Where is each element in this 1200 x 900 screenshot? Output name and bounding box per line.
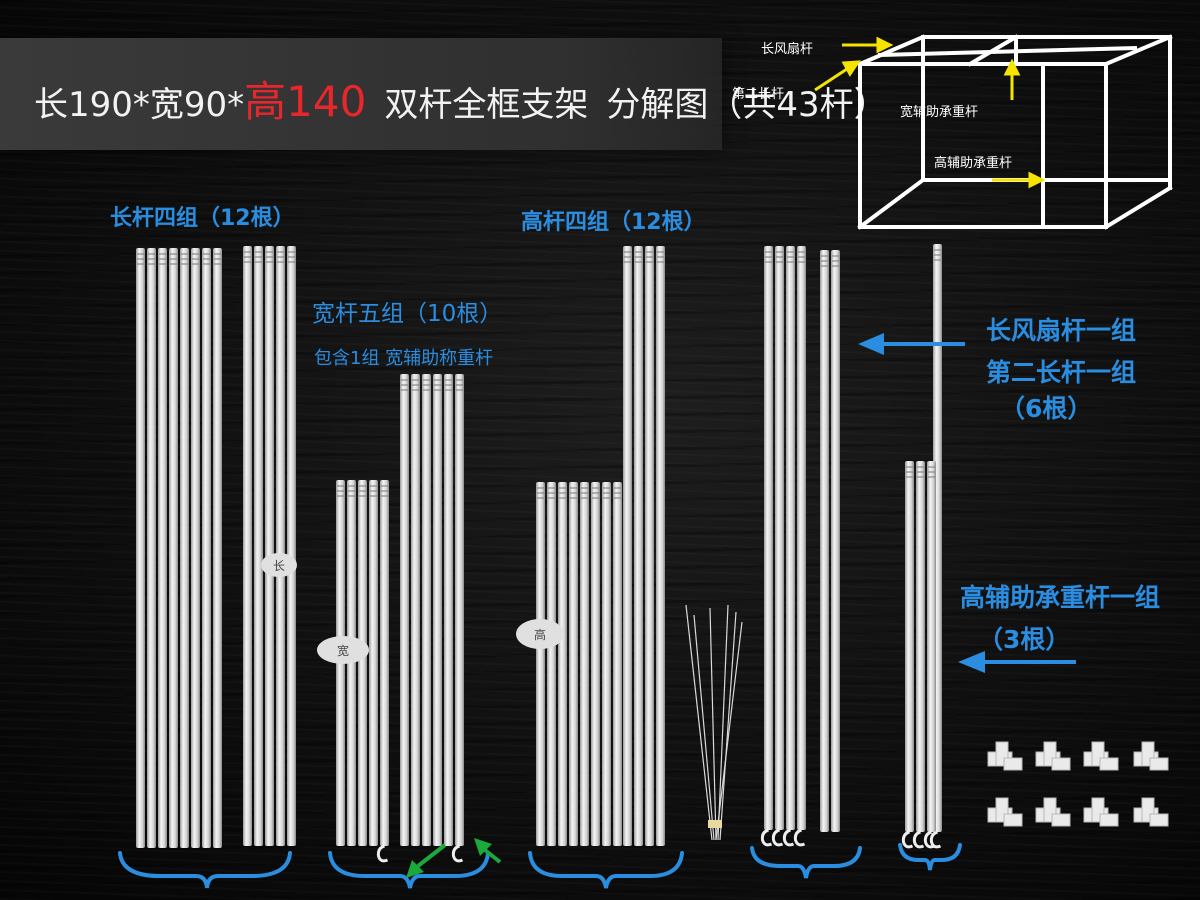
corner-connector-0 — [987, 741, 1023, 771]
pole-long-1 — [147, 248, 156, 848]
hook-pointer-arrows — [406, 838, 502, 878]
pole-long-5 — [191, 248, 200, 848]
diagram-label-long-fan: 长风扇杆 — [761, 42, 814, 57]
diagram-label-second-long: 第二长杆 — [732, 87, 785, 102]
pole-high-26 — [558, 482, 567, 846]
pole-high-24 — [536, 482, 545, 846]
pole-long-4 — [180, 248, 189, 848]
group-label-aux-count: （3根） — [978, 625, 1071, 654]
long-pole-tag — [261, 553, 297, 577]
group-label-second-long: 第二长杆一组 — [986, 358, 1137, 387]
pole-width-18 — [400, 374, 409, 846]
group-label-aux: 高辅助承重杆一组 — [960, 583, 1161, 612]
pole-aux-44 — [923, 461, 936, 849]
pole-long-7 — [213, 248, 222, 848]
corner-connectors — [987, 741, 1169, 827]
corner-connector-2 — [1083, 741, 1119, 771]
page-title: 长190*宽90*高140 双杆全框支架分解图（共43杆） — [34, 68, 888, 129]
pole-width-17 — [376, 480, 389, 863]
pole-width-16 — [369, 480, 378, 846]
title-height-highlight: 高140 — [244, 77, 367, 126]
pole-long-6 — [202, 248, 211, 848]
pole-long-2 — [158, 248, 167, 848]
group-label-high: 高杆四组（12根） — [521, 210, 706, 235]
width-pole-tag — [317, 636, 369, 664]
group-label-width: 宽杆五组（10根） — [312, 301, 503, 327]
pole-aux-42 — [901, 461, 914, 849]
cable-ties — [685, 604, 743, 841]
pole-high-34 — [645, 246, 654, 846]
pole-high-31 — [613, 482, 622, 846]
pole-width-19 — [411, 374, 420, 846]
pole-long-8 — [243, 246, 252, 846]
pole-high-27 — [569, 482, 578, 846]
group-arrows — [858, 333, 1076, 673]
pole-fan-39 — [793, 246, 806, 847]
group-label-fan: 长风扇杆一组 — [986, 316, 1137, 345]
pole-long-10 — [265, 246, 274, 846]
diagram-label-width-aux: 宽辅助承重杆 — [900, 105, 979, 120]
corner-connector-3 — [1133, 741, 1169, 771]
pole-long-0 — [136, 248, 145, 848]
group-label-long: 长杆四组（12根） — [110, 206, 295, 231]
pole-long-3 — [169, 248, 178, 848]
corner-connector-1 — [1035, 741, 1071, 771]
group-braces — [118, 843, 962, 889]
pole-high-33 — [634, 246, 643, 846]
group-label-width-note: 包含1组 宽辅助称重杆 — [314, 348, 494, 369]
pole-fan-41 — [831, 250, 840, 832]
pole-fan-36 — [760, 246, 773, 847]
pole-width-15 — [358, 480, 367, 846]
title-dimensions: 长190*宽90* — [34, 85, 245, 125]
pole-fan-37 — [771, 246, 784, 847]
pole-high-28 — [580, 482, 589, 846]
title-banner — [0, 38, 722, 150]
pole-width-20 — [422, 374, 431, 846]
title-subtitle: 分解图（共43杆） — [606, 85, 888, 125]
corner-connector-5 — [1035, 797, 1071, 827]
pole-high-25 — [547, 482, 556, 846]
pole-aux-43 — [912, 461, 925, 849]
pole-width-23 — [451, 374, 464, 863]
width-tag-text: 宽 — [337, 643, 349, 658]
pole-long-9 — [254, 246, 263, 846]
corner-connector-7 — [1133, 797, 1169, 827]
pole-high-32 — [623, 246, 632, 846]
diagram-label-height-aux: 高辅助承重杆 — [934, 156, 1013, 171]
title-product: 双杆全框支架 — [384, 85, 589, 125]
group-label-fan-count: （6根） — [1000, 394, 1093, 423]
pole-long-11 — [276, 246, 285, 846]
high-tag-text: 高 — [534, 627, 546, 642]
pole-high-35 — [656, 246, 665, 846]
corner-connector-6 — [1083, 797, 1119, 827]
pole-long-12 — [287, 246, 296, 846]
corner-connector-4 — [987, 797, 1023, 827]
long-tag-text: 长 — [273, 559, 285, 573]
pole-width-22 — [444, 374, 453, 846]
pole-fan-38 — [782, 246, 795, 847]
high-pole-tag — [516, 619, 564, 649]
pole-width-21 — [433, 374, 442, 846]
pole-high-30 — [602, 482, 611, 846]
pole-fan-40 — [820, 250, 829, 832]
pole-high-29 — [591, 482, 600, 846]
